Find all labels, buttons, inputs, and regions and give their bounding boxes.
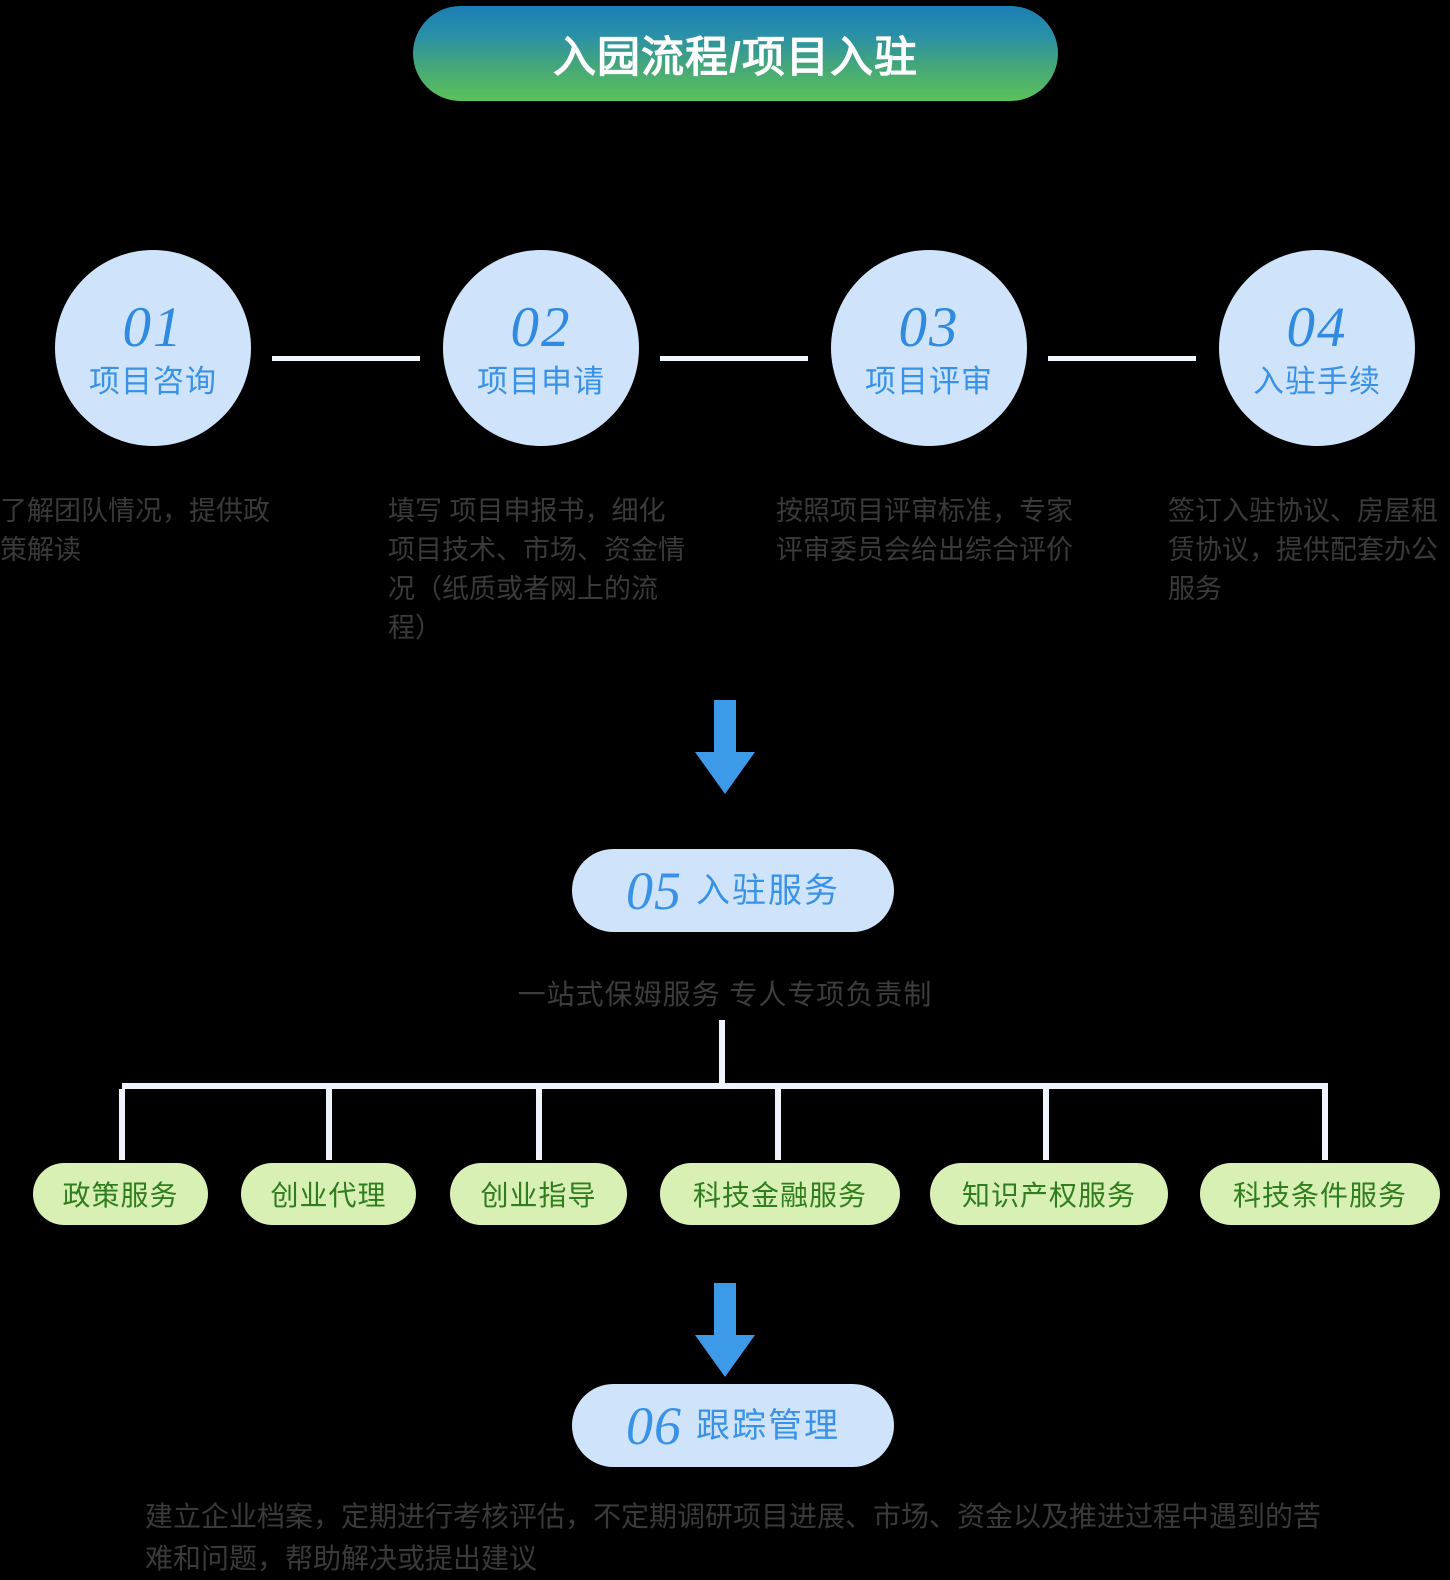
tree-stem <box>719 1020 725 1088</box>
tree-drop-1 <box>119 1089 125 1160</box>
step-description-02: 填写 项目申报书，细化项目技术、市场、资金情况（纸质或者网上的流程） <box>388 496 685 644</box>
service-tag-intellectual-property[interactable]: 知识产权服务 <box>930 1163 1168 1225</box>
stage-label-05: 入驻服务 <box>696 871 840 910</box>
service-tag-tech-conditions[interactable]: 科技条件服务 <box>1200 1163 1440 1225</box>
stage-number-06: 06 <box>626 1395 682 1456</box>
step-description-04: 签订入驻协议、房屋租赁协议，提供配套办公服务 <box>1168 496 1438 605</box>
service-tag-label: 知识产权服务 <box>961 1180 1136 1211</box>
tree-drop-2 <box>326 1089 332 1160</box>
step-number-02: 02 <box>510 296 572 359</box>
service-tag-label: 政策服务 <box>62 1180 179 1211</box>
step-number-01: 01 <box>122 296 184 359</box>
tree-drop-3 <box>536 1089 542 1160</box>
arrow-down-to-service-icon <box>695 700 755 794</box>
step-number-03: 03 <box>898 296 960 359</box>
tracking-description: 建立企业档案，定期进行考核评估，不定期调研项目进展、市场、资金以及推进过程中遇到… <box>145 1501 1322 1574</box>
service-tag-label: 创业指导 <box>480 1180 597 1211</box>
tree-drop-5 <box>1043 1089 1049 1160</box>
service-tag-startup-agency[interactable]: 创业代理 <box>241 1163 416 1225</box>
service-tag-label: 科技金融服务 <box>692 1180 867 1211</box>
tree-drop-6 <box>1322 1089 1328 1160</box>
step-label-04: 入驻手续 <box>1253 364 1381 399</box>
stage-label-06: 跟踪管理 <box>696 1406 840 1445</box>
step-connector-3-4 <box>1048 356 1196 361</box>
step-circle-04[interactable]: 04 入驻手续 <box>1219 250 1415 446</box>
step-connector-2-3 <box>660 356 808 361</box>
step-description-03: 按照项目评审标准，专家评审委员会给出综合评价 <box>776 496 1073 566</box>
step-circle-01[interactable]: 01 项目咨询 <box>55 250 251 446</box>
service-tag-startup-guidance[interactable]: 创业指导 <box>450 1163 627 1225</box>
arrow-down-to-tracking-icon <box>695 1283 755 1377</box>
tree-horizontal-bar <box>122 1083 1328 1089</box>
step-number-04: 04 <box>1286 296 1348 359</box>
stage-pill-05-service[interactable]: 05 入驻服务 <box>572 849 894 932</box>
step-label-03: 项目评审 <box>865 364 993 399</box>
service-tag-label: 创业代理 <box>270 1180 387 1211</box>
step-circle-02[interactable]: 02 项目申请 <box>443 250 639 446</box>
step-connector-1-2 <box>272 356 420 361</box>
page-title: 入园流程/项目入驻 <box>553 33 918 82</box>
step-description-01: 了解团队情况，提供政策解读 <box>0 496 270 566</box>
step-circle-03[interactable]: 03 项目评审 <box>831 250 1027 446</box>
stage-number-05: 05 <box>626 860 682 921</box>
service-subtitle: 一站式保姆服务 专人专项负责制 <box>517 979 933 1010</box>
service-tag-label: 科技条件服务 <box>1232 1180 1407 1211</box>
service-tag-policy[interactable]: 政策服务 <box>33 1163 208 1225</box>
stage-pill-06-tracking[interactable]: 06 跟踪管理 <box>572 1384 894 1467</box>
service-tag-tech-finance[interactable]: 科技金融服务 <box>660 1163 900 1225</box>
step-label-01: 项目咨询 <box>89 364 217 399</box>
step-label-02: 项目申请 <box>477 364 605 399</box>
tree-drop-4 <box>775 1089 781 1160</box>
page-title-banner: 入园流程/项目入驻 <box>413 6 1058 101</box>
